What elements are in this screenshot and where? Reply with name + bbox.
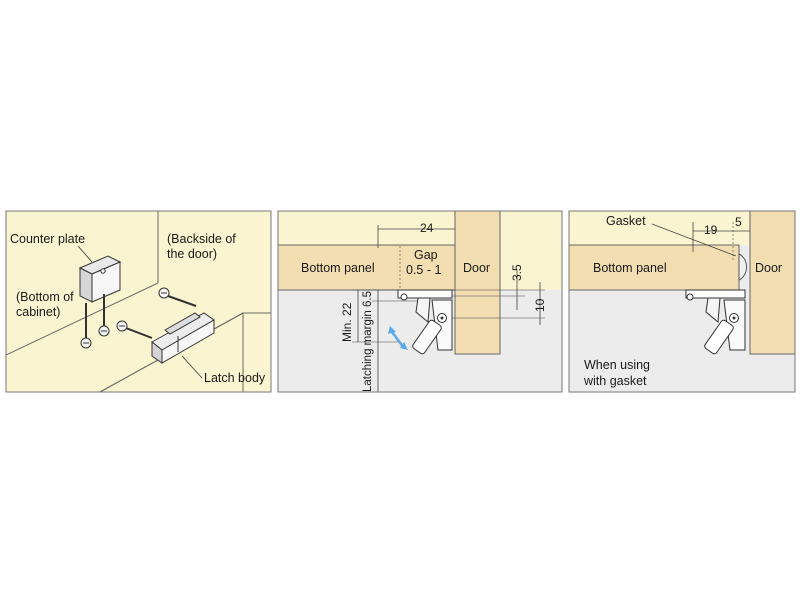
panel-1-exploded-view bbox=[6, 211, 271, 392]
gasket-note-line1: When using bbox=[584, 358, 651, 372]
panel-3-gasket-view bbox=[569, 211, 795, 392]
latch-body-label: Latch body bbox=[204, 371, 266, 385]
dim-24: 24 bbox=[420, 221, 434, 235]
screw-2 bbox=[98, 294, 110, 337]
screw-4 bbox=[116, 320, 153, 339]
dim-19: 19 bbox=[704, 223, 718, 237]
gap-label: Gap bbox=[414, 248, 438, 262]
door-label: Door bbox=[463, 261, 491, 275]
bottom-panel-shape bbox=[278, 244, 456, 291]
door-shape bbox=[454, 211, 501, 355]
bottom-of-cabinet-label-line1: (Bottom of bbox=[16, 290, 74, 304]
door-shape-3 bbox=[749, 211, 795, 355]
dim-3-5: 3.5 bbox=[510, 264, 524, 281]
backside-door-label-line2: the door) bbox=[167, 247, 218, 261]
dim-5: 5 bbox=[735, 215, 742, 229]
latch-mechanism-3 bbox=[685, 289, 746, 355]
latch-body-part bbox=[151, 312, 215, 364]
gasket-shape bbox=[738, 253, 747, 281]
screw-3 bbox=[158, 287, 197, 307]
screw-1 bbox=[80, 303, 92, 349]
bottom-panel-shape-3 bbox=[569, 244, 740, 291]
backside-door-label-line1: (Backside of bbox=[167, 232, 236, 246]
dim-10: 10 bbox=[533, 298, 547, 312]
door-label-3: Door bbox=[755, 261, 783, 275]
counter-plate-label: Counter plate bbox=[10, 232, 86, 246]
panel-2-section-view bbox=[278, 211, 562, 392]
gap-value: 0.5 - 1 bbox=[406, 263, 442, 277]
dim-min-22: Min. 22 bbox=[340, 302, 354, 342]
latch-mechanism-2 bbox=[397, 289, 453, 355]
gasket-note-line2: with gasket bbox=[584, 374, 647, 388]
bottom-panel-label: Bottom panel bbox=[301, 261, 375, 275]
bottom-of-cabinet-label-line2: cabinet) bbox=[16, 305, 61, 319]
latching-margin-label: Latching margin 6.5 bbox=[362, 290, 374, 392]
counter-plate-part bbox=[78, 255, 122, 303]
gasket-label: Gasket bbox=[606, 214, 646, 228]
bottom-panel-label-3: Bottom panel bbox=[593, 261, 667, 275]
